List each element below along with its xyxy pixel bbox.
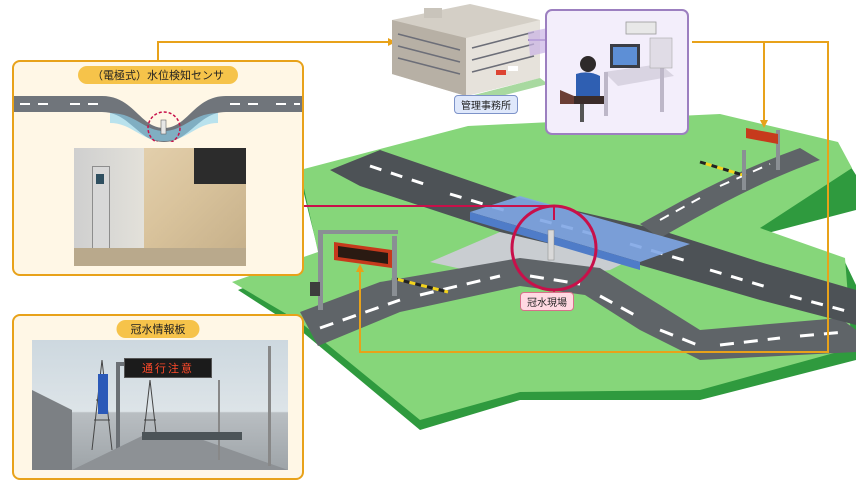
- board-panel-title: 冠水情報板: [116, 320, 200, 338]
- office-building: [392, 4, 548, 102]
- barrier-left: [391, 276, 449, 294]
- overpass-bridge: [470, 196, 690, 262]
- board-panel: 冠水情報板: [12, 314, 304, 480]
- sensor-road-diagram: [14, 96, 302, 142]
- barrier-right: [699, 160, 747, 178]
- sensor-photo: [74, 148, 246, 266]
- site-label: 冠水現場: [520, 292, 574, 311]
- sign-gantry-right: [742, 128, 780, 190]
- sensor-post: [547, 229, 555, 261]
- sign-board: 通行注意: [124, 358, 212, 378]
- sign-gantry-left: [310, 230, 398, 310]
- connector-lines: [157, 38, 829, 353]
- office-interior: [545, 9, 689, 135]
- sensor-link-line: [300, 205, 555, 220]
- sensor-highlight-circle: [147, 111, 181, 142]
- office-label: 管理事務所: [454, 95, 518, 114]
- sensor-panel-title: （電極式）水位検知センサ: [78, 66, 238, 84]
- sensor-panel: （電極式）水位検知センサ: [12, 60, 304, 276]
- lower-road: [300, 258, 856, 360]
- board-photo: 通行注意: [32, 340, 288, 470]
- sign-message: 通行注意: [142, 362, 194, 375]
